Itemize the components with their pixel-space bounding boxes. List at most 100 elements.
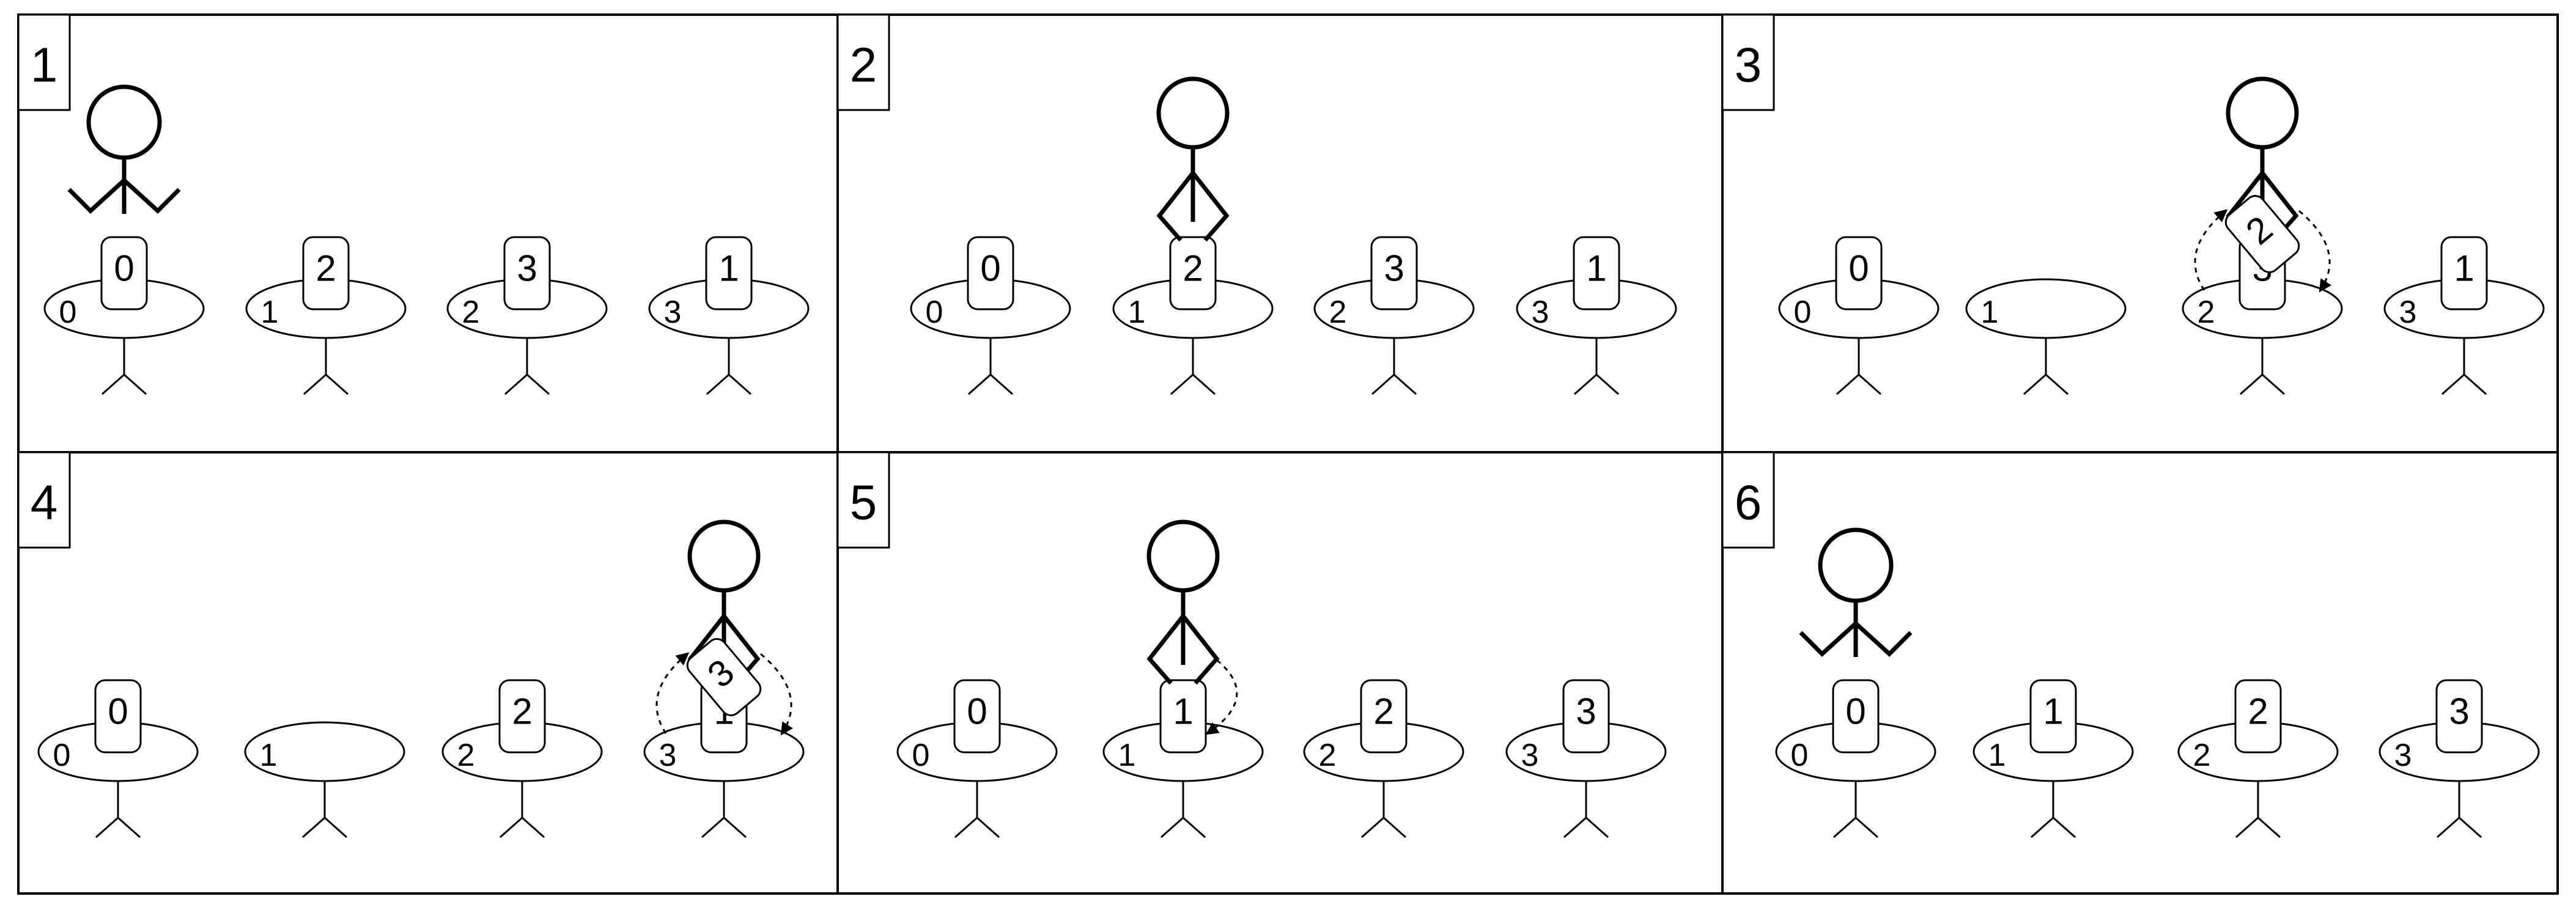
table-label: 3 bbox=[2394, 738, 2412, 773]
table-leg bbox=[1833, 816, 1856, 838]
table-leg bbox=[325, 373, 349, 395]
panel-3: 300123312 bbox=[1721, 13, 2559, 453]
stick-figure-arms bbox=[1156, 169, 1230, 242]
table-label: 3 bbox=[659, 738, 677, 773]
table-leg bbox=[723, 816, 747, 838]
card bbox=[2029, 679, 2077, 754]
card bbox=[2435, 679, 2483, 754]
card bbox=[1562, 679, 1610, 754]
table-label: 0 bbox=[1791, 738, 1809, 773]
table-leg bbox=[117, 816, 141, 838]
panel-number: 2 bbox=[850, 38, 877, 92]
swap-arrow-up bbox=[655, 652, 690, 734]
table-leg bbox=[954, 816, 978, 838]
table: 00 bbox=[37, 679, 199, 838]
table-leg bbox=[324, 816, 347, 838]
held-card bbox=[2224, 195, 2300, 273]
stick-figure-arms bbox=[67, 177, 181, 214]
stick-figure-arms bbox=[1799, 620, 1913, 657]
card-value: 2 bbox=[1373, 691, 1393, 732]
swap-arrow-down bbox=[760, 653, 793, 736]
card-value: 2 bbox=[512, 691, 532, 732]
panel-number: 4 bbox=[31, 475, 58, 530]
table: 12 bbox=[1112, 236, 1274, 395]
card-value: 0 bbox=[108, 691, 128, 732]
card bbox=[1360, 679, 1408, 754]
table: 11 bbox=[1973, 679, 2134, 838]
card-value: 0 bbox=[967, 691, 987, 732]
panel-frame bbox=[836, 13, 1724, 453]
table-leg bbox=[2045, 373, 2069, 395]
card-value: 3 bbox=[1384, 248, 1404, 289]
table: 23 bbox=[1313, 236, 1475, 395]
swap-arrow-down bbox=[2298, 210, 2331, 293]
table-leg bbox=[2023, 373, 2046, 395]
table-leg bbox=[504, 373, 528, 395]
table-leg bbox=[2235, 816, 2259, 838]
table-leg bbox=[1361, 816, 1384, 838]
stick-figure-head bbox=[86, 84, 162, 160]
panel-number: 3 bbox=[1735, 38, 1762, 92]
table-label: 1 bbox=[261, 295, 279, 330]
table-label: 1 bbox=[1118, 738, 1136, 773]
table: 1 bbox=[1965, 278, 2127, 395]
table-leg bbox=[2262, 373, 2285, 395]
table-leg bbox=[95, 816, 119, 838]
card bbox=[705, 236, 753, 310]
table-leg bbox=[1585, 816, 1609, 838]
table: 1 bbox=[244, 721, 405, 838]
table-label: 1 bbox=[1981, 295, 1999, 330]
table: 00 bbox=[1775, 679, 1936, 838]
stick-figure: 2 bbox=[2224, 76, 2300, 273]
card-value: 3 bbox=[2449, 691, 2469, 732]
card-value: 1 bbox=[2043, 691, 2063, 732]
panel-number: 1 bbox=[31, 38, 58, 92]
card-value: 1 bbox=[2454, 248, 2474, 289]
card-value: 1 bbox=[718, 248, 739, 289]
card bbox=[967, 236, 1014, 310]
table: 12 bbox=[245, 236, 407, 395]
card-value: 0 bbox=[114, 248, 134, 289]
panel-number-box bbox=[836, 13, 890, 111]
stick-figure-arms bbox=[1146, 612, 1220, 685]
table: 23 bbox=[446, 236, 608, 395]
table-leg bbox=[2437, 816, 2460, 838]
table-leg bbox=[2053, 816, 2076, 838]
table-label: 0 bbox=[1794, 295, 1812, 330]
stick-figure-head bbox=[2226, 76, 2299, 150]
table-label: 2 bbox=[2198, 295, 2215, 330]
swap-arrow-up bbox=[2194, 209, 2228, 291]
table-leg bbox=[500, 816, 523, 838]
table-leg bbox=[2257, 816, 2281, 838]
table-label: 3 bbox=[2399, 295, 2417, 330]
card bbox=[1835, 236, 1883, 310]
table: 33 bbox=[2379, 679, 2540, 838]
card-value: 1 bbox=[1586, 248, 1606, 289]
table-leg bbox=[302, 816, 325, 838]
table-label: 0 bbox=[53, 738, 71, 773]
table-leg bbox=[728, 373, 751, 395]
panel-number: 5 bbox=[850, 475, 877, 530]
card bbox=[1169, 236, 1217, 310]
card bbox=[1370, 236, 1418, 310]
table-leg bbox=[2441, 373, 2465, 395]
table-leg bbox=[1371, 373, 1395, 395]
table-leg bbox=[1596, 373, 1619, 395]
stick-figure bbox=[67, 84, 181, 214]
table-leg bbox=[990, 373, 1013, 395]
card-value: 0 bbox=[1845, 691, 1866, 732]
held-card-group: 2 bbox=[2224, 195, 2300, 273]
table-leg bbox=[1563, 816, 1587, 838]
panel-frame bbox=[1721, 13, 2559, 453]
table-label: 0 bbox=[912, 738, 930, 773]
table-leg bbox=[303, 373, 327, 395]
table: 00 bbox=[896, 679, 1058, 838]
panel-number-box bbox=[1721, 13, 1775, 111]
table-label: 2 bbox=[462, 295, 480, 330]
table-label: 1 bbox=[1128, 295, 1146, 330]
table-leg bbox=[1192, 373, 1216, 395]
table-label: 2 bbox=[1319, 738, 1337, 773]
